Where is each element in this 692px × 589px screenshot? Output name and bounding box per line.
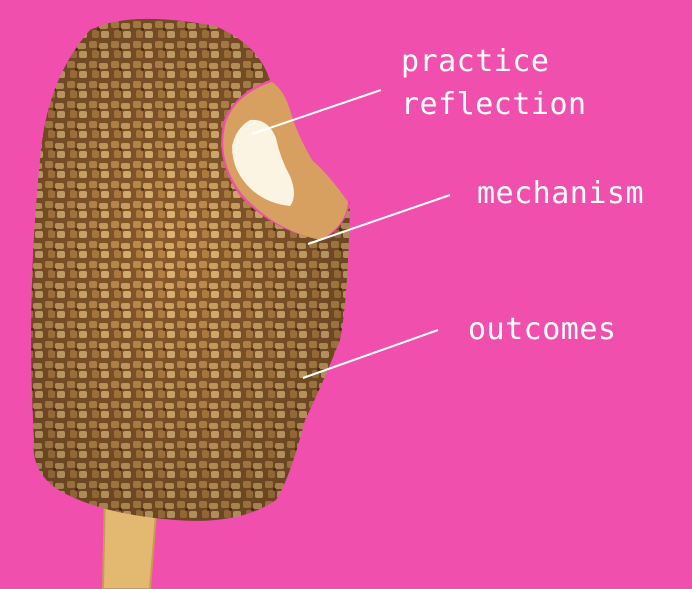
label-practice: practice — [401, 45, 550, 79]
label-outcomes: outcomes — [468, 313, 617, 347]
label-mechanism: mechanism — [477, 177, 644, 211]
bar-body — [31, 19, 350, 521]
label-reflection: reflection — [401, 88, 587, 122]
